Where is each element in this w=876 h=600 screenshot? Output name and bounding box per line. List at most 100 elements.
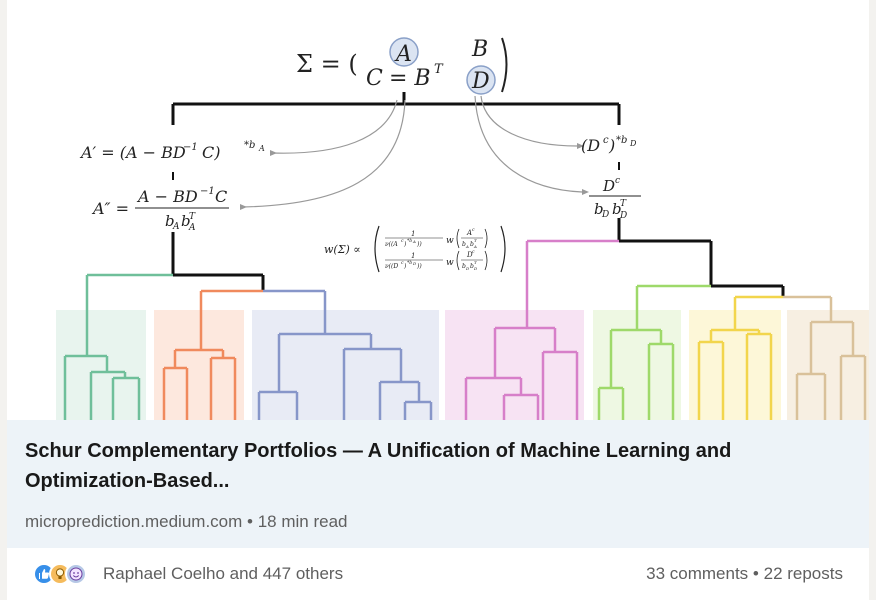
article-source: microprediction.medium.com xyxy=(25,512,243,531)
w-row2-frac-den-b: b xyxy=(470,263,474,270)
a-dbl-num: A − BD xyxy=(136,187,198,206)
funny-icon xyxy=(65,563,87,585)
w-row1-frac-num-sup: c xyxy=(472,228,475,233)
dc-exp-sub: D xyxy=(629,139,637,148)
w-row2-frac-den-bsub: D xyxy=(473,266,478,271)
w-row1-frac-den-sub: A xyxy=(465,244,469,249)
dc-tail: ) xyxy=(608,136,615,155)
a-prime-text: A′ = (A − BD xyxy=(79,143,186,162)
cluster1-background xyxy=(56,310,146,420)
w-lhs: w(Σ) ∝ xyxy=(324,243,361,256)
social-counts-bar: Raphael Coelho and 447 others 33 comment… xyxy=(7,548,869,600)
a-dbl-num-exp: −1 xyxy=(200,186,215,197)
dendrogram-cluster7 xyxy=(783,295,867,420)
dfrac-num-sup: c xyxy=(615,176,620,186)
a-dbl-num-tail: C xyxy=(215,187,227,206)
w-row1-den-close: )) xyxy=(416,241,422,248)
lower-split xyxy=(171,218,785,298)
sym-t: T xyxy=(434,62,444,77)
a-prime-sup: *b xyxy=(244,140,255,151)
a-dbl-den-b: b xyxy=(181,212,191,230)
w-row2-den-tail: ) xyxy=(403,263,407,270)
w-row2-den-expsub: D xyxy=(412,261,417,266)
w-row1-w: w xyxy=(446,236,454,246)
dendrogram-cluster4 xyxy=(464,239,619,420)
sym-c: C xyxy=(366,66,383,91)
dendrogram-cluster6 xyxy=(697,295,783,420)
dc-exp: *b xyxy=(616,135,627,146)
dendrogram-cluster1 xyxy=(63,273,173,420)
w-row2-frac-num-sup: c xyxy=(472,250,475,255)
w-row2-frac-den: b xyxy=(462,263,466,270)
w-row2-frac-den-bt: T xyxy=(474,260,477,265)
article-image[interactable]: Σ = ( A B C = B T D xyxy=(7,0,869,420)
w-row2-den-exp: *b xyxy=(407,260,412,266)
a-prime-formula: A′ = (A − BD −1 C) *b A xyxy=(79,140,265,162)
cluster7-background xyxy=(787,310,869,420)
w-row2-frac-num: D xyxy=(466,251,473,259)
sym-eq-bt: = B xyxy=(389,66,431,91)
grey-arrows xyxy=(241,95,583,208)
w-row1-den-sup: c xyxy=(401,239,404,244)
post-card: Σ = ( A B C = B T D xyxy=(7,0,869,600)
dc-formula: (D c ) *b D xyxy=(581,135,637,155)
reposts-count[interactable]: 22 reposts xyxy=(763,564,843,583)
a-prime-sub: A xyxy=(258,144,265,153)
a-prime-exp: −1 xyxy=(183,142,198,153)
engagement-counts: 33 comments • 22 reposts xyxy=(646,564,843,584)
w-row1-frac-den: b xyxy=(462,241,466,248)
w-row2-frac-den-sub: D xyxy=(465,266,470,271)
a-dbl-den-bt: T xyxy=(189,212,196,222)
meta-separator: • xyxy=(247,512,253,531)
dfrac-den-bsub: D xyxy=(619,211,627,221)
dc-sup: c xyxy=(603,135,609,146)
article-meta: microprediction.medium.com • 18 min read xyxy=(25,512,348,532)
counts-separator: • xyxy=(752,564,759,583)
dfrac-den: b xyxy=(594,200,604,218)
d-fraction-formula: D c b D b T D xyxy=(589,176,641,221)
dc-text: (D xyxy=(581,136,600,155)
w-row1-den-expsub: A xyxy=(412,239,416,244)
a-dbl-den-sub: A xyxy=(172,222,180,232)
w-row2-den-close: )) xyxy=(416,263,422,270)
w-row2-den: ν((D xyxy=(385,263,398,270)
article-read-time: 18 min read xyxy=(257,512,348,531)
a-dbl-lhs: A″ = xyxy=(91,199,129,218)
dfrac-den-bt: T xyxy=(620,199,627,209)
a-prime-tail: C) xyxy=(202,143,220,162)
w-row1-den: ν((A xyxy=(385,241,398,248)
w-sigma-formula: w(Σ) ∝ 1 ν((A c ) *b A )) w A c b A b xyxy=(324,225,506,273)
d-highlight-circle xyxy=(466,65,496,95)
comments-count[interactable]: 33 comments xyxy=(646,564,749,583)
arrow-heads xyxy=(240,143,589,210)
w-row1-frac-den-bsub: A xyxy=(473,244,477,249)
a-double-prime-formula: A″ = A − BD −1 C b A b T A xyxy=(91,186,229,233)
dendrogram-cluster5 xyxy=(597,284,711,420)
schur-diagram: Σ = ( A B C = B T D xyxy=(56,37,869,420)
sigma-right-paren xyxy=(501,37,508,93)
article-title[interactable]: Schur Complementary Portfolios — A Unifi… xyxy=(25,440,732,492)
sigma-lhs: Σ = ( xyxy=(296,50,358,78)
w-row1-frac-den-b: b xyxy=(470,241,474,248)
dfrac-den-sub: D xyxy=(601,210,609,220)
w-row1-num: 1 xyxy=(411,230,415,238)
dfrac-den-b: b xyxy=(612,200,622,218)
w-row1-den-tail: ) xyxy=(403,241,407,248)
w-row1-frac-num: A xyxy=(466,229,472,237)
w-row2-den-sup: c xyxy=(401,261,404,266)
article-link-preview[interactable]: Schur Complementary Portfolios — A Unifi… xyxy=(7,420,869,548)
reaction-icons[interactable] xyxy=(33,563,103,585)
reactors-link[interactable]: Raphael Coelho and 447 others xyxy=(103,564,344,583)
w-row2-num: 1 xyxy=(411,252,415,260)
w-row2-w: w xyxy=(446,258,454,268)
a-dbl-den-bsub: A xyxy=(188,223,196,233)
w-row1-den-exp: *b xyxy=(407,238,412,244)
sym-a: A xyxy=(394,42,412,67)
a-highlight-circle xyxy=(389,37,419,67)
a-dbl-den: b xyxy=(165,212,175,230)
w-row1-frac-den-bt: T xyxy=(474,238,477,243)
dendrogram-cluster3 xyxy=(257,289,433,420)
dfrac-num: D xyxy=(602,177,615,195)
sigma-matrix: Σ = ( A B C = B T D xyxy=(296,37,508,95)
cluster2-background xyxy=(154,310,244,420)
